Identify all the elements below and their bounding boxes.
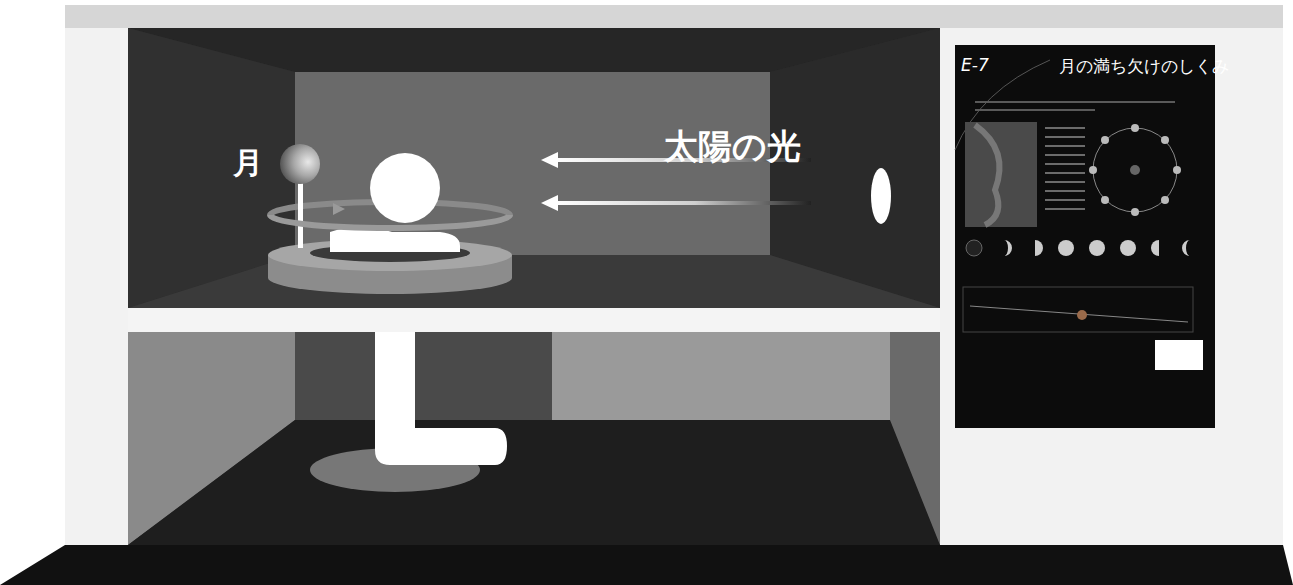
path-marker (1077, 310, 1087, 320)
moon-path (970, 306, 1188, 322)
note-card (1155, 340, 1203, 370)
moon-rod (298, 178, 303, 248)
sunlight-arrows (1045, 128, 1085, 209)
orbit-diagram (1093, 128, 1177, 212)
phase-row (966, 240, 1190, 256)
light-ray-head (541, 152, 558, 168)
earth-photo (965, 122, 1037, 227)
orbit-arrow (333, 203, 345, 215)
panel-body-lines (975, 101, 1175, 111)
person-legs (375, 332, 507, 465)
panel-header: E-7月の満ち欠けのしくみ (955, 45, 1215, 85)
ground (0, 545, 1293, 585)
sunlight-label: 太陽の光 (664, 124, 801, 170)
moon-label: 月 (233, 143, 263, 184)
path-box (963, 287, 1193, 332)
person-head (370, 153, 440, 223)
orbit-moons (1089, 124, 1181, 216)
exhibit-number: E-7 (961, 55, 989, 75)
panel-title: 月の満ち欠けのしくみ (1059, 55, 1229, 78)
floor-slab (128, 308, 940, 332)
lower-room (128, 332, 940, 545)
info-panel (955, 45, 1215, 428)
light-ray-head (541, 195, 558, 211)
earth-photo-detail (975, 125, 1000, 225)
upper-room (128, 28, 940, 308)
orbit-ring (270, 215, 510, 228)
light-ray (553, 201, 811, 205)
frame (65, 5, 1283, 545)
light-source (871, 168, 891, 224)
top-beam (65, 5, 1283, 28)
moon-model (280, 144, 320, 184)
room-floor (128, 255, 940, 308)
lower-floor (128, 420, 940, 545)
